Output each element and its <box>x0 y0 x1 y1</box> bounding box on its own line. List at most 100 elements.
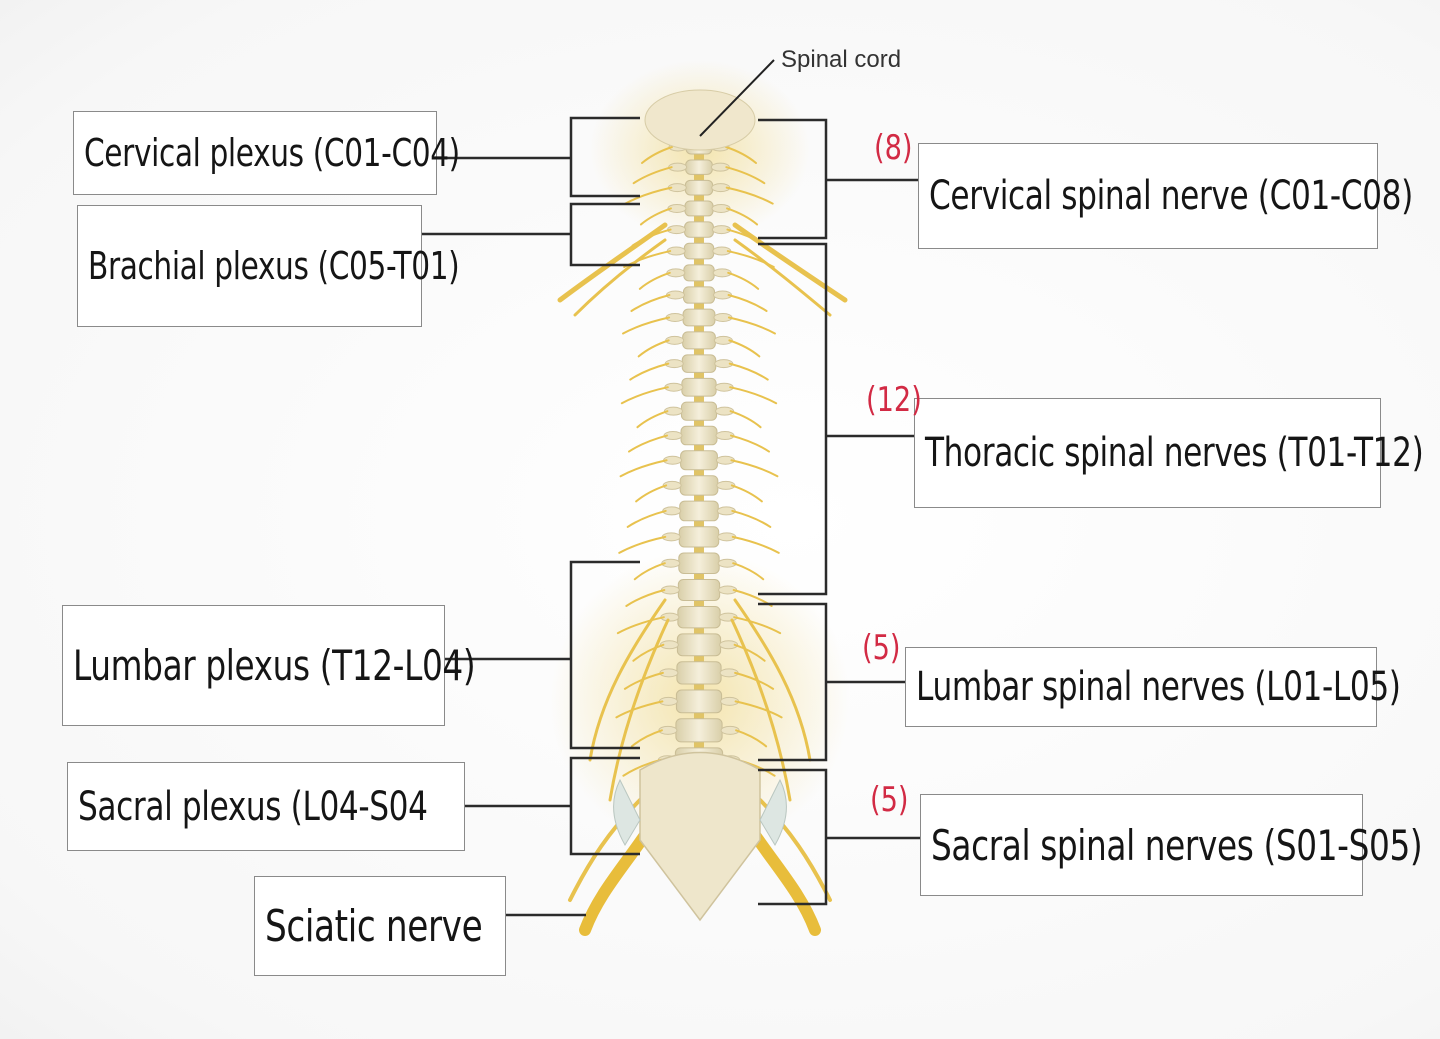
vertebra <box>681 377 717 397</box>
vertebra <box>685 159 713 175</box>
right-pelvis-ligament <box>759 778 787 846</box>
spinal-cord-leader <box>699 59 775 137</box>
spinal-nerve-root <box>725 166 766 185</box>
spinal-cord-label: Spinal cord <box>781 46 902 73</box>
spinal-nerve-root <box>628 434 669 453</box>
cervical-count: (8) <box>874 128 913 168</box>
spinal-nerve-root <box>630 729 663 748</box>
right-brachial-nerve <box>732 222 848 303</box>
spinal-nerve-root <box>635 484 668 503</box>
vertebra <box>677 578 721 601</box>
spinal-nerve-root <box>731 509 772 528</box>
spinal-nerve-root <box>730 484 763 503</box>
vertebra <box>678 526 720 548</box>
spinal-nerve-root <box>729 410 762 429</box>
lumbar-spinal-label: Lumbar spinal nerves (L01-L05) <box>916 664 1401 710</box>
nerves <box>557 146 848 936</box>
vertebra <box>683 264 715 282</box>
spinal-nerve-root <box>625 588 666 607</box>
cervical-plexus-bracket <box>569 116 640 198</box>
spinal-nerve-root <box>733 643 766 662</box>
vertebra <box>684 221 714 238</box>
vertebra <box>678 552 720 574</box>
spinal-nerve-root <box>626 509 667 528</box>
spinal-nerve-root <box>619 459 668 478</box>
vertebra <box>682 286 716 304</box>
vertebra <box>679 475 719 496</box>
spinal-nerve-root <box>725 146 757 164</box>
vertebra <box>681 354 717 373</box>
thoracic-spinal-bracket <box>758 242 828 596</box>
spinal-nerve-root <box>637 339 670 358</box>
spinal-nerve-root <box>731 535 780 554</box>
right-lumbar-nerve <box>733 598 812 762</box>
spinal-nerve-root <box>733 616 782 635</box>
lumbar-plexus-box: Lumbar plexus (T12-L04) <box>62 605 476 726</box>
vertebra <box>684 200 714 217</box>
brachial-plexus-box: Brachial plexus (C05-T01) <box>77 205 460 327</box>
spinal-nerve-root <box>727 316 776 335</box>
spinal-nerve-root <box>615 700 664 719</box>
spinal-nerve-root <box>623 671 664 690</box>
brachial-plexus-label: Brachial plexus (C05-T01) <box>88 244 460 288</box>
vertebra <box>676 633 722 657</box>
cervical-plexus-box: Cervical plexus (C01-C04) <box>73 111 460 195</box>
sacral-plexus-label: Sacral plexus (L04-S04 <box>78 783 428 830</box>
thoracic-count: (12) <box>866 380 922 420</box>
vertebra <box>679 500 719 522</box>
spinal-nerve-root <box>725 186 774 205</box>
spinal-nerve-root <box>729 386 778 405</box>
vertebra <box>680 450 718 471</box>
lumbar-count: (5) <box>862 628 901 668</box>
spinal-nerve-root <box>630 294 671 313</box>
spinal-nerve-root <box>618 535 667 554</box>
spinal-nerve-root <box>622 316 671 335</box>
spinal-nerve-root <box>729 434 770 453</box>
vertebra <box>680 425 718 446</box>
right-brachial-nerve-2 <box>733 238 832 317</box>
sciatic-nerve-label: Sciatic nerve <box>265 900 483 952</box>
vertebra <box>675 689 723 714</box>
spinal-nerve-root <box>616 616 665 635</box>
spinal-nerve-root <box>732 562 765 581</box>
brachial-plexus-bracket <box>569 202 640 267</box>
sacral-plexus-bracket <box>569 756 640 856</box>
vertebra <box>676 661 722 685</box>
spinal-nerve-root <box>727 294 768 313</box>
spinal-nerve-root <box>633 562 666 581</box>
sacrum <box>639 751 761 922</box>
spinal-nerve-root <box>726 207 759 226</box>
lumbar-plexus-bracket <box>569 560 640 750</box>
spinal-nerve-root <box>624 186 673 205</box>
spinal-nerve-root <box>730 459 779 478</box>
thoracic-spinal-label: Thoracic spinal nerves (T01-T12) <box>925 430 1424 476</box>
spinal-nerve-root <box>632 166 673 185</box>
sacral-spinal-label: Sacral spinal nerves (S01-S05) <box>931 820 1423 870</box>
thoracic-spinal-box: Thoracic spinal nerves (T01-T12) <box>914 398 1424 508</box>
spinal-nerve-root <box>631 228 672 247</box>
left-brachial-nerve <box>557 222 668 303</box>
connectors <box>422 116 920 917</box>
spinal-nerve-root <box>620 386 669 405</box>
skull-base <box>644 89 756 151</box>
sacral-count: (5) <box>870 780 909 820</box>
spinal-nerve-root <box>638 271 671 290</box>
vertebra <box>675 718 723 743</box>
spinal-nerve-root <box>727 271 760 290</box>
cervical-spinal-label: Cervical spinal nerve (C01-C08) <box>929 173 1413 219</box>
left-lumbar-nerve <box>588 598 667 762</box>
spinal-nerve-root <box>641 146 673 164</box>
vertebra <box>680 401 718 421</box>
vertebral-column <box>657 139 741 773</box>
vertebra <box>682 331 716 350</box>
spinal-nerve-root <box>629 362 670 381</box>
spinal-nerve-root <box>636 410 669 429</box>
spinal-nerve-root <box>728 362 769 381</box>
vertebra <box>682 308 716 327</box>
sciatic-nerve-box: Sciatic nerve <box>254 876 506 976</box>
left-brachial-nerve-2 <box>573 238 667 317</box>
spinal-nerve-root <box>735 729 768 748</box>
sacral-spinal-box: Sacral spinal nerves (S01-S05) <box>920 794 1423 896</box>
